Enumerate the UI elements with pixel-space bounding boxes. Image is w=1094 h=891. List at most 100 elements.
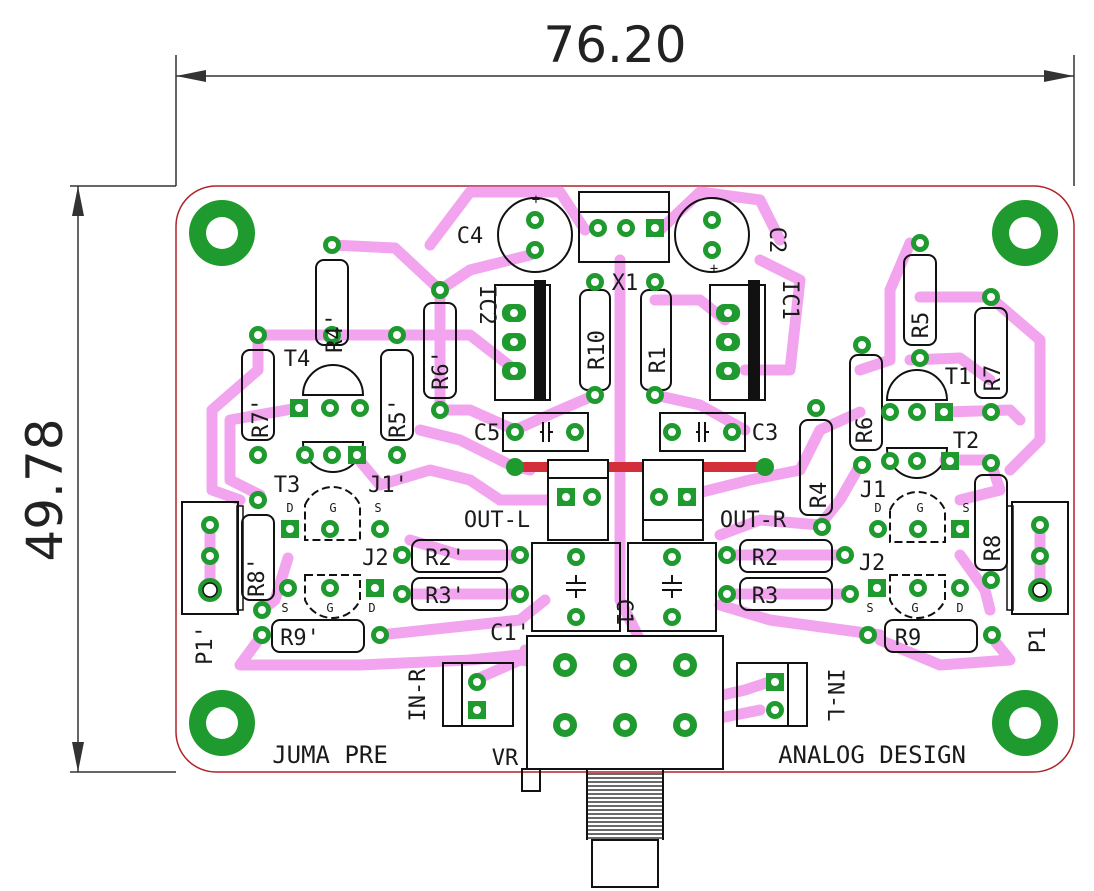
connector-out-r	[642, 459, 704, 541]
transistor-t3	[296, 441, 366, 473]
connector-x1	[578, 191, 670, 263]
resistor-r3	[718, 577, 859, 611]
capacitor-c1	[627, 542, 717, 632]
trimmer-p1-prime	[181, 501, 244, 615]
label-in-r: IN-R	[406, 668, 431, 722]
capacitor-c2: +	[674, 197, 750, 277]
label-r7: R7	[981, 365, 1006, 392]
label-t3: T3	[274, 473, 301, 498]
label-r6: R6	[853, 417, 878, 444]
label-x1: X1	[612, 271, 639, 296]
label-j1: J1	[860, 478, 887, 503]
label-c4: C4	[457, 224, 484, 249]
board-title-left: JUMA PRE	[272, 741, 388, 769]
resistor-r5	[903, 234, 937, 367]
transistor-t2	[881, 447, 959, 479]
label-r7-prime: R7'	[249, 398, 274, 438]
pin-d: D	[956, 601, 963, 615]
label-t1: T1	[945, 365, 972, 390]
mounting-hole-tl	[189, 200, 255, 266]
label-r3: R3	[752, 584, 779, 609]
pin-s: S	[281, 601, 288, 615]
label-out-r: OUT-R	[720, 508, 787, 533]
potentiometer-vr	[521, 635, 724, 888]
label-c5: C5	[474, 421, 501, 446]
label-c3: C3	[752, 421, 779, 446]
resistor-r6-prime	[423, 281, 457, 419]
mounting-hole-tr	[992, 200, 1058, 266]
resistor-r9-prime	[253, 619, 389, 653]
resistor-r4	[799, 399, 833, 536]
resistor-r2	[718, 539, 854, 573]
label-t2: T2	[953, 429, 980, 454]
regulator-ic1	[709, 280, 766, 401]
capacitor-c5	[502, 412, 589, 452]
jfet-j2: S G D	[866, 574, 969, 620]
resistor-r8	[974, 454, 1008, 589]
label-j2: J2	[859, 551, 886, 576]
resistor-r6	[849, 336, 883, 474]
label-r10: R10	[585, 330, 610, 370]
width-dimension: 76.20	[175, 16, 1075, 186]
jfet-j1: D G S	[869, 490, 970, 543]
resistor-r1	[640, 273, 672, 404]
jumper-pad-left	[506, 458, 524, 476]
label-r4: R4	[807, 482, 832, 509]
label-r9-prime: R9'	[280, 626, 320, 651]
pin-s: S	[866, 601, 873, 615]
capacitor-c4: +	[497, 192, 573, 273]
resistor-r7-prime	[241, 326, 275, 464]
label-r6-prime: R6'	[429, 350, 454, 390]
mounting-hole-br	[992, 690, 1058, 756]
pin-g: G	[329, 501, 336, 515]
label-r4-prime: R4'	[323, 313, 348, 353]
height-dimension: 49.78	[16, 185, 176, 773]
transistor-t4	[290, 364, 369, 417]
label-vr: VR	[492, 746, 519, 771]
pin-g: G	[916, 501, 923, 515]
label-r5-prime: R5'	[386, 398, 411, 438]
resistor-r7	[974, 288, 1008, 421]
pin-d: D	[368, 601, 375, 615]
pin-g: G	[326, 601, 333, 615]
label-p1: P1	[1026, 627, 1051, 654]
label-j1-prime: J1'	[368, 473, 408, 498]
label-ic2: IC2	[474, 285, 499, 325]
resistor-r2-prime	[393, 539, 529, 573]
label-r8: R8	[981, 535, 1006, 562]
label-r2-prime: R2'	[425, 546, 465, 571]
c2-plus-mark: +	[710, 261, 718, 277]
resistor-r5-prime	[380, 326, 414, 464]
label-ic1: IC1	[777, 280, 802, 320]
label-p1-prime: P1'	[193, 625, 218, 665]
connector-out-l	[547, 459, 609, 541]
jfet-j2-prime: S G D	[279, 574, 384, 620]
trimmer-p1	[1006, 501, 1069, 615]
pin-g: G	[911, 601, 918, 615]
height-dimension-label: 49.78	[16, 418, 74, 561]
jfet-j1-prime: D G S	[281, 485, 389, 541]
resistor-r10	[579, 273, 611, 404]
label-r8-prime: R8'	[245, 557, 270, 597]
capacitor-c3	[659, 412, 746, 452]
jumper-pad-right	[756, 458, 774, 476]
pin-s: S	[374, 501, 381, 515]
label-c1-prime: C1'	[490, 621, 530, 646]
regulator-ic2	[494, 280, 551, 401]
label-r2: R2	[752, 546, 779, 571]
capacitor-c1-prime	[531, 542, 621, 632]
label-out-l: OUT-L	[464, 508, 530, 533]
resistor-r9	[859, 619, 1001, 653]
connector-in-r	[442, 662, 514, 727]
label-c1: C1	[611, 599, 636, 626]
pin-d: D	[874, 501, 881, 515]
label-c2: C2	[764, 227, 789, 254]
c4-plus-mark: +	[532, 192, 540, 208]
resistor-r4-prime	[315, 236, 349, 346]
label-r3-prime: R3'	[425, 584, 465, 609]
label-r5: R5	[909, 312, 934, 339]
resistor-r8-prime	[241, 491, 275, 619]
label-r1: R1	[646, 347, 671, 374]
pin-s: S	[962, 501, 969, 515]
